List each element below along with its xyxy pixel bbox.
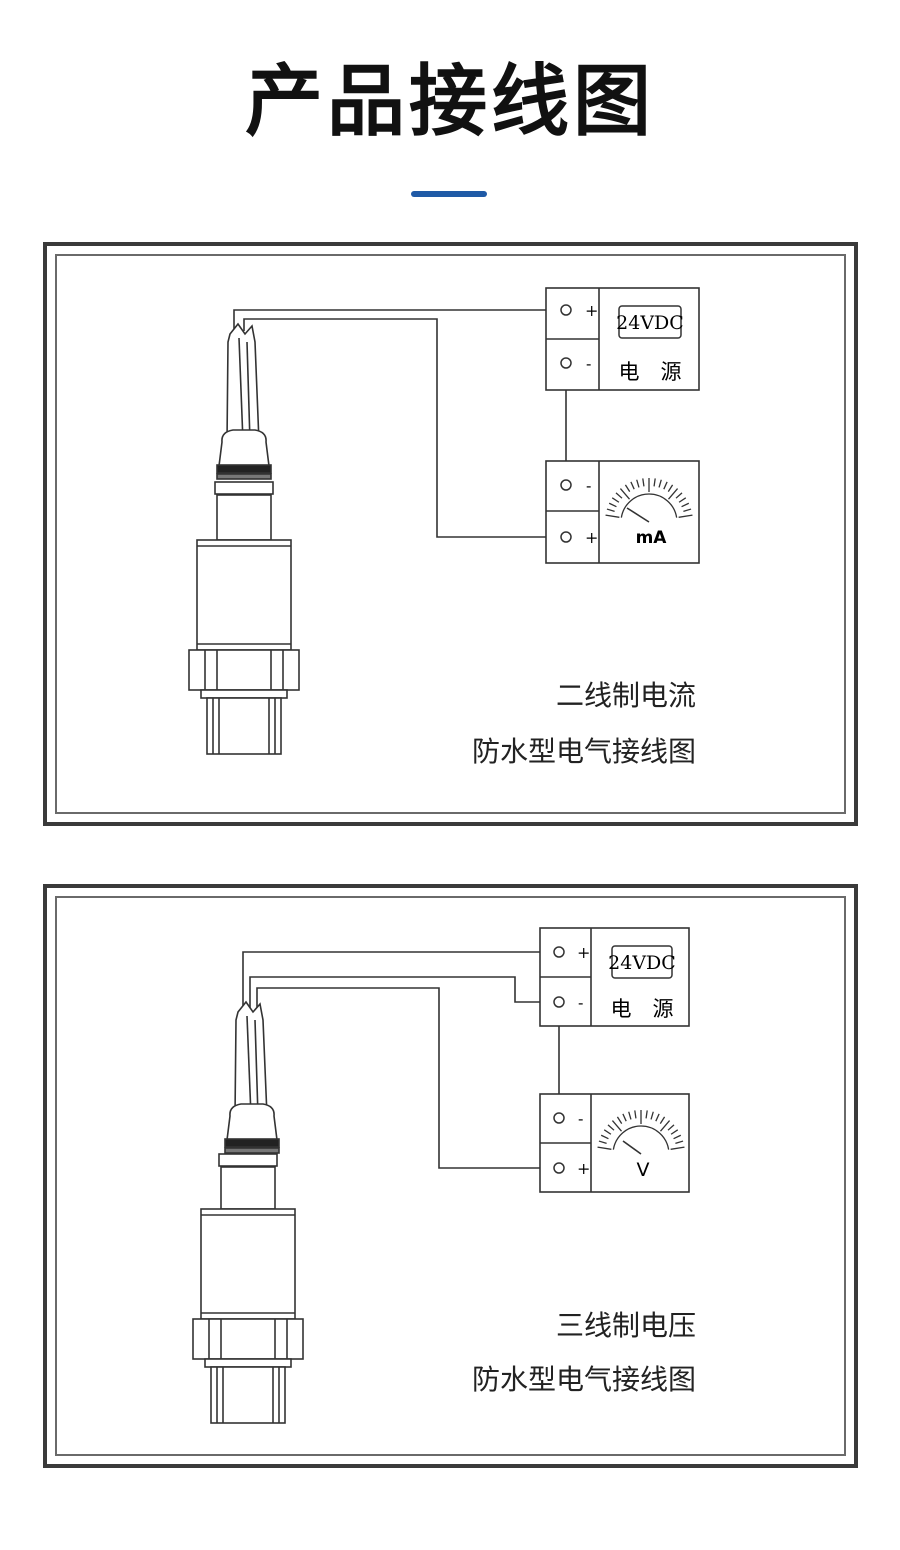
power-supply-box bbox=[539, 927, 690, 1027]
dial-tick bbox=[630, 481, 635, 490]
power-minus-label: - bbox=[578, 993, 583, 1012]
meter-minus-label: - bbox=[586, 476, 591, 495]
dial-tick bbox=[611, 497, 620, 503]
dial-tick bbox=[678, 514, 693, 518]
terminal-minus bbox=[553, 996, 565, 1008]
meter-plus-label: + bbox=[585, 528, 598, 547]
terminal-minus bbox=[553, 1112, 565, 1124]
dial-tick bbox=[597, 1146, 612, 1150]
dial-tick bbox=[619, 488, 631, 500]
three-wire-diagram: + - 24VDC 电 源 - + V bbox=[192, 927, 690, 1424]
dial-tick bbox=[605, 514, 620, 518]
meter-unit-label: V bbox=[637, 1159, 650, 1181]
terminal-minus bbox=[560, 357, 572, 369]
dial-tick bbox=[645, 1110, 648, 1119]
power-voltage-label: 24VDC bbox=[616, 312, 684, 334]
power-name-label: 电 源 bbox=[611, 997, 674, 1021]
title-accent-bar bbox=[411, 191, 487, 197]
dial-tick bbox=[642, 478, 645, 487]
dial-tick bbox=[678, 497, 687, 503]
terminal-minus bbox=[560, 479, 572, 491]
wire-positive bbox=[242, 951, 552, 1012]
dial-arc bbox=[620, 493, 678, 518]
dial-tick bbox=[628, 1111, 632, 1120]
pressure-transmitter bbox=[192, 1000, 304, 1424]
power-voltage-label: 24VDC bbox=[608, 952, 676, 974]
dial-tick bbox=[611, 1120, 623, 1132]
power-plus-label: + bbox=[585, 301, 598, 320]
page-title: 产品接线图 bbox=[244, 57, 655, 147]
caption-diagram-name: 防水型电气接线图 bbox=[471, 735, 696, 768]
dial-tick bbox=[659, 1120, 671, 1132]
meter-minus-label: - bbox=[578, 1109, 583, 1128]
power-plus-label: + bbox=[577, 943, 590, 962]
terminal-plus bbox=[553, 1162, 565, 1174]
meter-dial bbox=[597, 1110, 685, 1150]
caption-wiring-type: 二线制电流 bbox=[555, 679, 696, 712]
pressure-transmitter bbox=[188, 322, 300, 755]
dial-tick bbox=[624, 484, 631, 492]
dial-tick bbox=[606, 508, 615, 513]
terminal-plus bbox=[560, 304, 572, 316]
power-minus-label: - bbox=[586, 354, 591, 373]
dial-tick bbox=[616, 1116, 623, 1124]
dial-tick bbox=[655, 1113, 660, 1122]
wire-positive bbox=[233, 309, 556, 331]
dial-tick bbox=[658, 479, 662, 488]
dial-arc bbox=[612, 1125, 670, 1150]
two-wire-diagram: + - 24VDC 电 源 - + mA bbox=[188, 287, 700, 755]
dial-tick bbox=[670, 1146, 685, 1150]
wire-ground bbox=[249, 976, 552, 1012]
dial-tick bbox=[603, 1129, 612, 1135]
wire-signal bbox=[243, 318, 556, 538]
terminal-plus bbox=[553, 946, 565, 958]
dial-tick bbox=[681, 502, 690, 508]
dial-tick bbox=[608, 502, 617, 508]
dial-tick bbox=[634, 1110, 637, 1119]
dial-tick bbox=[667, 484, 674, 492]
dial-tick bbox=[667, 1124, 675, 1131]
power-name-label: 电 源 bbox=[619, 360, 682, 384]
dial-tick bbox=[683, 508, 692, 513]
dial-tick bbox=[673, 1134, 682, 1140]
caption-wiring-type: 三线制电压 bbox=[555, 1309, 696, 1342]
meter-needle bbox=[622, 1140, 642, 1155]
meter-needle bbox=[626, 507, 650, 523]
dial-tick bbox=[598, 1140, 607, 1145]
dial-tick bbox=[622, 1113, 627, 1122]
terminal-plus bbox=[560, 531, 572, 543]
wire-signal bbox=[256, 987, 552, 1169]
dial-tick bbox=[650, 1111, 654, 1120]
dial-tick bbox=[653, 478, 656, 487]
dial-tick bbox=[675, 1140, 684, 1145]
wiring-panel-three-wire: + - 24VDC 电 源 - + V 三线制电压 防水型电气接线图 bbox=[43, 884, 858, 1468]
dial-tick bbox=[670, 1129, 679, 1135]
dial-tick bbox=[607, 1124, 615, 1131]
meter-plus-label: + bbox=[577, 1159, 590, 1178]
dial-tick bbox=[659, 1116, 666, 1124]
dial-tick bbox=[615, 492, 623, 499]
panel-inner-frame bbox=[55, 254, 846, 814]
panel-inner-frame bbox=[55, 896, 846, 1456]
dial-tick bbox=[675, 492, 683, 499]
power-supply-box bbox=[545, 287, 700, 391]
dial-tick bbox=[663, 481, 668, 490]
wiring-panel-two-wire: + - 24VDC 电 源 - + mA 二线制电流 防水型电气接线图 bbox=[43, 242, 858, 826]
ammeter-box bbox=[545, 460, 700, 564]
dial-tick bbox=[600, 1134, 609, 1140]
caption-diagram-name: 防水型电气接线图 bbox=[471, 1363, 696, 1396]
dial-tick bbox=[636, 479, 640, 488]
meter-unit-label: mA bbox=[636, 528, 668, 548]
dial-tick bbox=[667, 488, 679, 500]
voltmeter-box bbox=[539, 1093, 690, 1193]
meter-dial bbox=[605, 478, 693, 518]
